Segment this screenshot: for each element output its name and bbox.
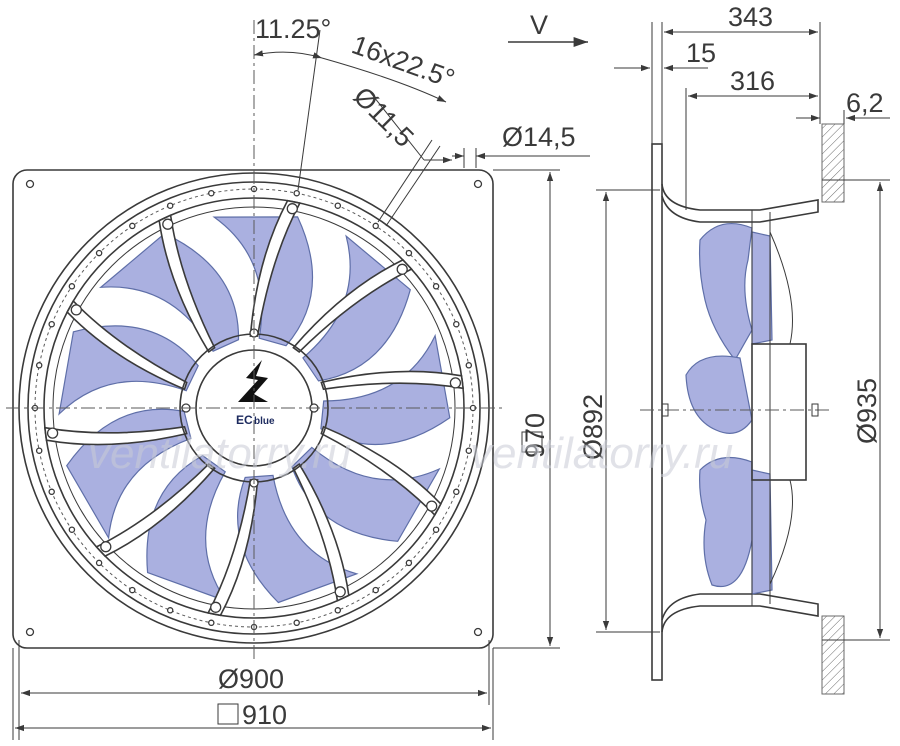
- ring-hole: [129, 222, 136, 230]
- square-symbol-vertical: [521, 431, 543, 453]
- ring-hole: [95, 559, 103, 567]
- front-view: EC blue 11.25° 16x22.5° Ø11,5 Ø14,5: [6, 14, 590, 740]
- dim-frame-width: 910: [242, 700, 287, 730]
- ring-hole: [334, 202, 342, 209]
- ring-hole: [48, 320, 55, 328]
- inlet-diameter-dimension: [596, 189, 660, 633]
- spoke-end-hole: [426, 500, 438, 512]
- dim-outer-hole: Ø14,5: [502, 122, 576, 152]
- wall-hatch-bottom: [821, 615, 845, 695]
- ring-hole: [68, 283, 76, 290]
- ring-hole: [453, 320, 460, 328]
- watermark-left: ventilatorry.ru: [88, 429, 351, 478]
- spoke-end-hole: [100, 541, 112, 553]
- square-frame: [12, 169, 494, 649]
- guard-spoke: [206, 479, 259, 617]
- ring-hole: [68, 526, 76, 533]
- spoke-end-hole: [210, 601, 222, 613]
- shaft-mark-left: [661, 403, 669, 417]
- ring-hole: [372, 222, 379, 230]
- guard-spoke: [292, 462, 350, 602]
- dim-outer-diameter: Ø935: [852, 378, 882, 444]
- spoke-end-hole: [449, 377, 462, 389]
- guard-spoke: [320, 370, 465, 391]
- ring-hole: [35, 447, 43, 454]
- ring-hole: [129, 586, 136, 594]
- impeller-blade: [236, 474, 359, 604]
- dim-depth: 316: [730, 66, 775, 96]
- depth-dimensions: [614, 22, 890, 210]
- angle-dimensions: [253, 29, 590, 227]
- bottom-dimensions: [12, 640, 494, 740]
- ring-hole: [208, 619, 215, 627]
- impeller-blade: [58, 325, 199, 416]
- ring-hole: [432, 526, 440, 533]
- motor-struts: [769, 231, 793, 585]
- ecblue-logo: EC blue: [236, 360, 275, 427]
- shaft-mark-right: [811, 403, 819, 417]
- side-blades: [685, 222, 773, 595]
- frame-height-dimension: [493, 169, 560, 649]
- ring-hole: [95, 249, 103, 257]
- motor-body: [751, 343, 807, 481]
- guard-spoke: [292, 258, 413, 353]
- ring-hole: [405, 559, 413, 567]
- ring-hole: [35, 362, 43, 369]
- guard-spoke: [43, 425, 188, 446]
- spoke-end-hole: [334, 586, 346, 598]
- spoke-end-hole: [396, 263, 408, 275]
- ring-hole: [405, 249, 413, 257]
- flange-plate: [651, 143, 663, 681]
- logo-suffix: blue: [254, 416, 275, 427]
- dim-overall-depth: 343: [728, 2, 773, 32]
- ring-hole: [465, 447, 473, 454]
- guard-spoke: [158, 214, 216, 354]
- ring-hole: [465, 362, 473, 369]
- wall-hatch-top: [821, 123, 845, 203]
- guard-spoke: [95, 463, 216, 558]
- dim-wall: 6,2: [846, 88, 884, 118]
- guard-spoke: [66, 299, 188, 391]
- ring-hole: [432, 283, 440, 290]
- ring-hole: [208, 189, 215, 197]
- ring-hole: [372, 586, 379, 594]
- lightning-icon: [238, 360, 268, 402]
- ring-hole: [293, 619, 300, 627]
- side-view: V: [508, 2, 890, 695]
- spoke-end-holes: [46, 203, 462, 613]
- outer-diameter-dimension: [822, 179, 890, 641]
- ring-hole: [48, 488, 55, 496]
- frame-corner-holes: [25, 179, 483, 637]
- ring-hole: [166, 202, 174, 209]
- dim-flange: 15: [686, 38, 716, 68]
- watermark-right: ventilatorry.ru: [470, 429, 733, 478]
- spoke-end-hole: [286, 203, 298, 215]
- dim-hole-diameter: Ø11,5: [348, 81, 420, 153]
- ring-hole: [293, 189, 300, 197]
- logo-prefix: EC: [236, 413, 253, 427]
- view-label: V: [530, 10, 548, 40]
- ring-hole: [334, 607, 342, 614]
- guard-spoke: [249, 199, 302, 337]
- ring-hole: [166, 607, 174, 614]
- dim-frame-height: 970: [520, 413, 550, 458]
- impeller-blades: [58, 216, 451, 604]
- square-symbol-horizontal: [217, 703, 239, 725]
- ring-hole: [453, 488, 460, 496]
- guard-spokes: [43, 199, 465, 617]
- spoke-end-hole: [46, 427, 59, 439]
- ring-mounting-holes: [31, 185, 477, 631]
- dim-angle-pitch: 11.25°: [255, 14, 331, 44]
- dim-inlet-diameter: Ø892: [578, 394, 608, 460]
- guard-spoke: [320, 425, 442, 517]
- dim-ring-diameter: Ø900: [218, 664, 284, 694]
- spoke-end-hole: [162, 218, 174, 230]
- impeller-blade: [302, 234, 411, 382]
- housing-bottom: [661, 593, 819, 633]
- housing-top: [661, 183, 819, 223]
- spoke-end-hole: [70, 304, 82, 316]
- impeller-blade: [146, 454, 228, 603]
